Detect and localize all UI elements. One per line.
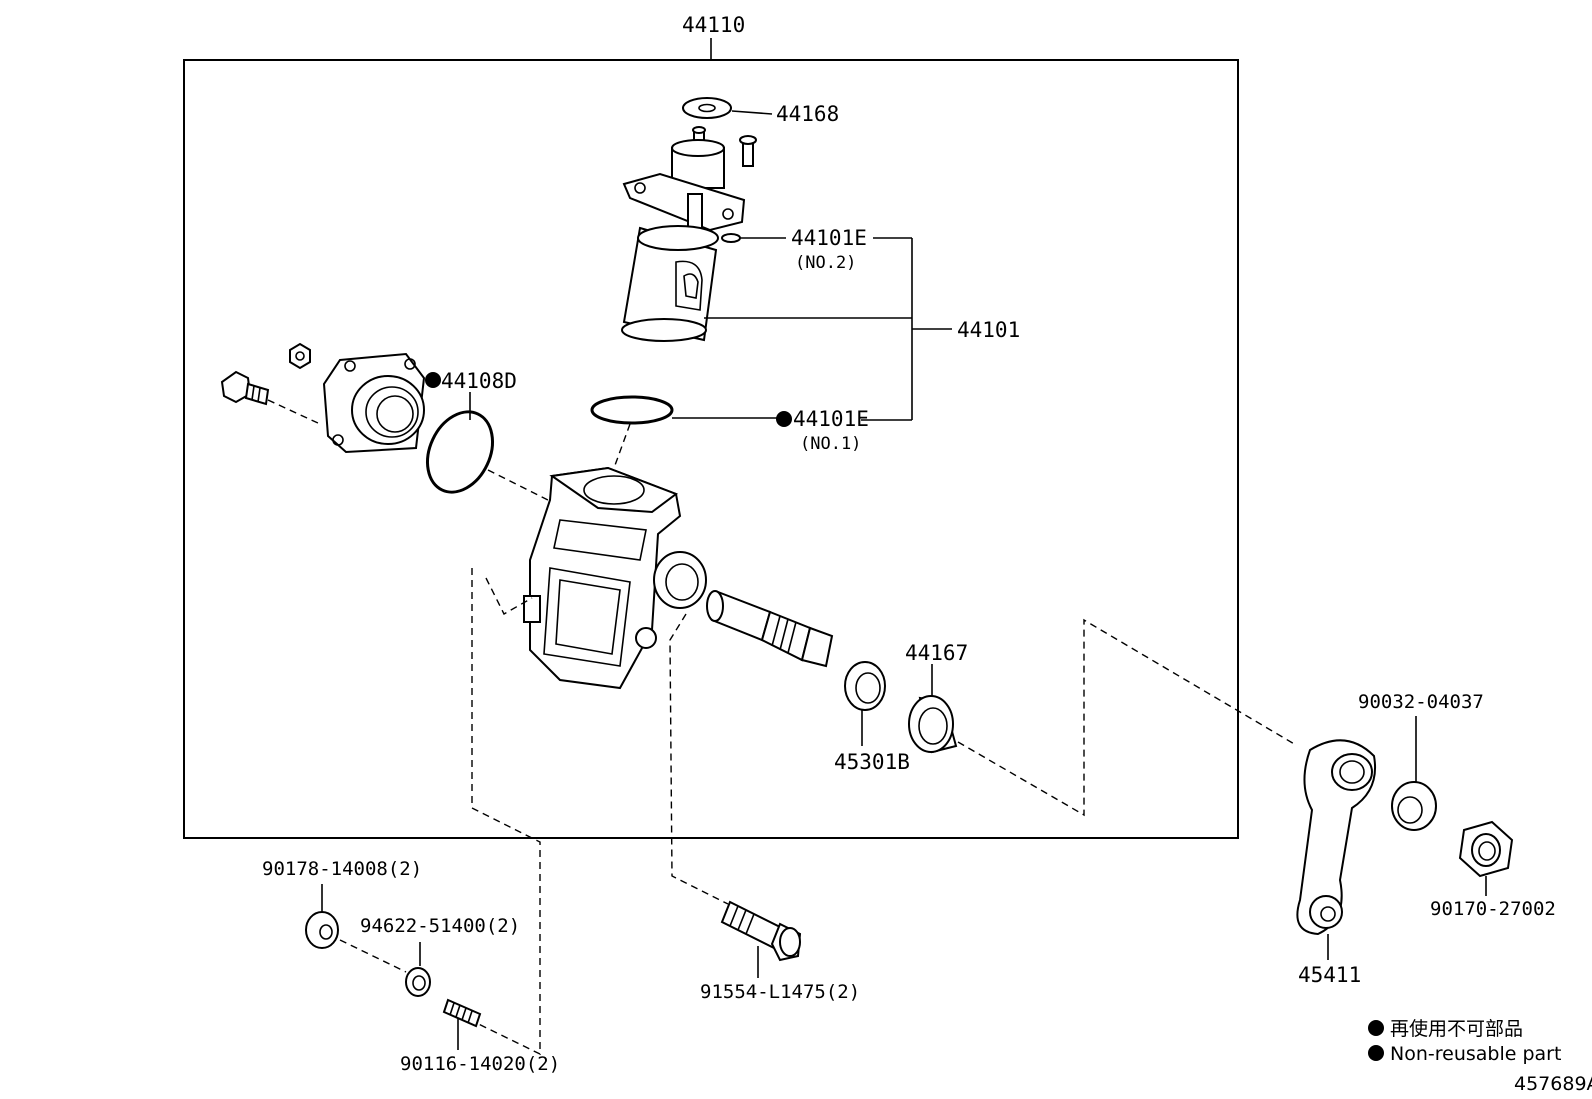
gear-housing-part (523, 466, 707, 690)
label-oring-no1-code: 44101E (793, 407, 869, 431)
label-bearing-oring: 44108D (441, 369, 517, 393)
bearing-housing-part (322, 352, 426, 454)
pitman-arm-part (1296, 739, 1376, 936)
oring-no2-part (721, 233, 741, 243)
label-bolt-bottom: 91554-L1475(2) (700, 981, 860, 1003)
label-assembly: 44110 (682, 13, 745, 37)
label-stud-bolt: 90116-14020(2) (400, 1053, 560, 1075)
legend-marker-en (1368, 1045, 1384, 1061)
washer-top-part (682, 97, 732, 119)
oring-large-part (426, 410, 494, 494)
washer-left-part (405, 967, 431, 997)
nut-left-part (305, 911, 339, 949)
label-nut-right: 90170-27002 (1430, 898, 1556, 920)
non-reusable-marker-44108d (425, 372, 441, 388)
figure-id: 457689A (1514, 1073, 1592, 1095)
oil-seal-part (844, 661, 886, 711)
control-valve-part (621, 126, 757, 342)
nut-small-part (289, 342, 311, 370)
label-washer-left: 94622-51400(2) (360, 915, 520, 937)
bushing-part (908, 695, 958, 754)
washer-right-part (1391, 781, 1437, 831)
label-oil-seal: 45301B (834, 750, 910, 774)
stud-bolt-part (442, 998, 482, 1028)
legend-english: Non-reusable part (1390, 1043, 1561, 1065)
bolt-bottom-part (720, 900, 802, 962)
bolt-left-part (220, 370, 270, 406)
label-oring-no1-note: (NO.1) (800, 434, 861, 454)
label-nut-left: 90178-14008(2) (262, 858, 422, 880)
label-pitman-arm: 45411 (1298, 963, 1361, 987)
label-bushing: 44167 (905, 641, 968, 665)
label-washer-right: 90032-04037 (1358, 691, 1484, 713)
nut-right-part (1458, 820, 1514, 878)
label-valve-assy: 44101 (957, 318, 1020, 342)
legend: 再使用不可部品 Non-reusable part (1368, 1018, 1561, 1065)
label-oring-no2-note: (NO.2) (795, 253, 856, 273)
legend-japanese: 再使用不可部品 (1390, 1018, 1523, 1040)
legend-marker-ja (1368, 1020, 1384, 1036)
oring-no1-part (590, 395, 674, 425)
label-washer-top: 44168 (776, 102, 839, 126)
label-oring-no2-code: 44101E (791, 226, 867, 250)
non-reusable-marker-no1 (776, 411, 792, 427)
sector-shaft-part (706, 590, 834, 668)
